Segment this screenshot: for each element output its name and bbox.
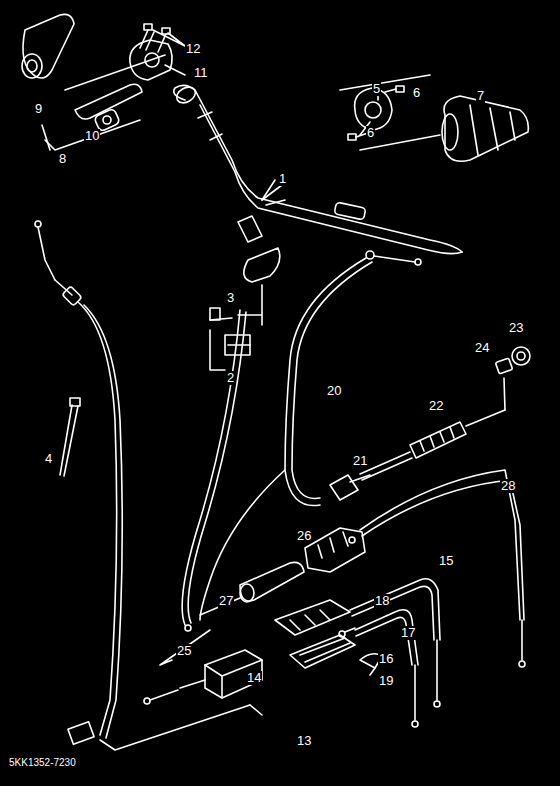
callout-number: 20 — [326, 384, 342, 398]
callout-number: 26 — [296, 529, 312, 543]
callout-number: 5 — [372, 82, 381, 96]
drawing-code: 5KK1352-7230 — [8, 756, 77, 770]
callout-number: 14 — [246, 671, 262, 685]
callout-number: 13 — [296, 734, 312, 748]
callout-number: 3 — [226, 291, 235, 305]
callout-number: 4 — [44, 452, 53, 466]
callout-number: 12 — [185, 42, 201, 56]
callout-number: 15 — [438, 554, 454, 568]
callout-number: 6 — [366, 126, 375, 140]
callout-number: 16 — [378, 652, 394, 666]
callout-number: 28 — [500, 479, 516, 493]
callout-number: 8 — [58, 152, 67, 166]
callout-number: 27 — [218, 594, 234, 608]
callout-number: 6 — [412, 86, 421, 100]
callout-number: 1 — [278, 172, 287, 186]
callout-number: 25 — [176, 644, 192, 658]
callout-number: 22 — [428, 399, 444, 413]
callout-number: 7 — [476, 89, 485, 103]
callout-number: 18 — [374, 594, 390, 608]
callout-number: 19 — [378, 674, 394, 688]
callout-number: 23 — [508, 321, 524, 335]
callout-number: 17 — [400, 626, 416, 640]
callout-number: 2 — [226, 371, 235, 385]
callout-number: 11 — [193, 66, 209, 80]
callout-number: 21 — [352, 454, 368, 468]
callout-number: 24 — [474, 341, 490, 355]
callout-number: 9 — [34, 102, 43, 116]
callout-number: 10 — [84, 129, 100, 143]
